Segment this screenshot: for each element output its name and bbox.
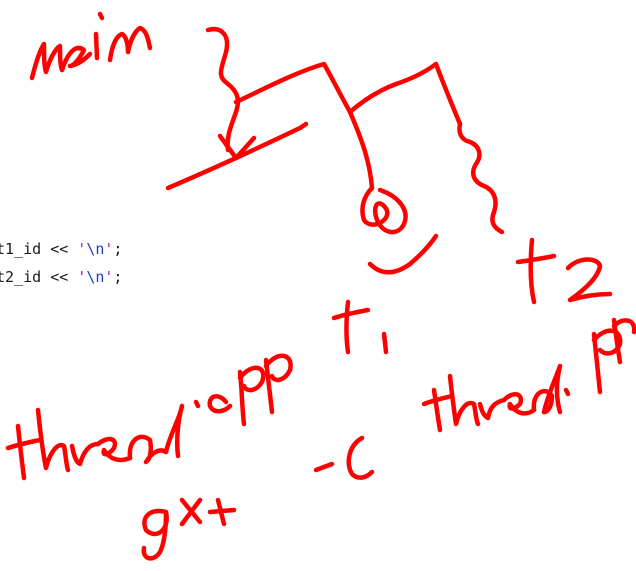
string-quote-close: ' [104,240,114,258]
code-string: '\n' [77,240,113,258]
string-escape: \n [86,240,105,258]
code-semicolon: ; [113,268,123,286]
string-escape: \n [86,268,105,286]
code-var: t2_id [0,268,42,286]
code-semicolon: ; [113,240,123,258]
code-operator: << [50,268,69,286]
code-string: '\n' [77,268,113,286]
string-quote-close: ' [104,268,114,286]
code-line-1: t1_id << '\n'; [0,240,122,258]
string-quote-open: ' [77,268,87,286]
code-var: t1_id [0,240,42,258]
code-operator: << [50,240,69,258]
code-line-2: t2_id << '\n'; [0,268,122,286]
string-quote-open: ' [77,240,87,258]
